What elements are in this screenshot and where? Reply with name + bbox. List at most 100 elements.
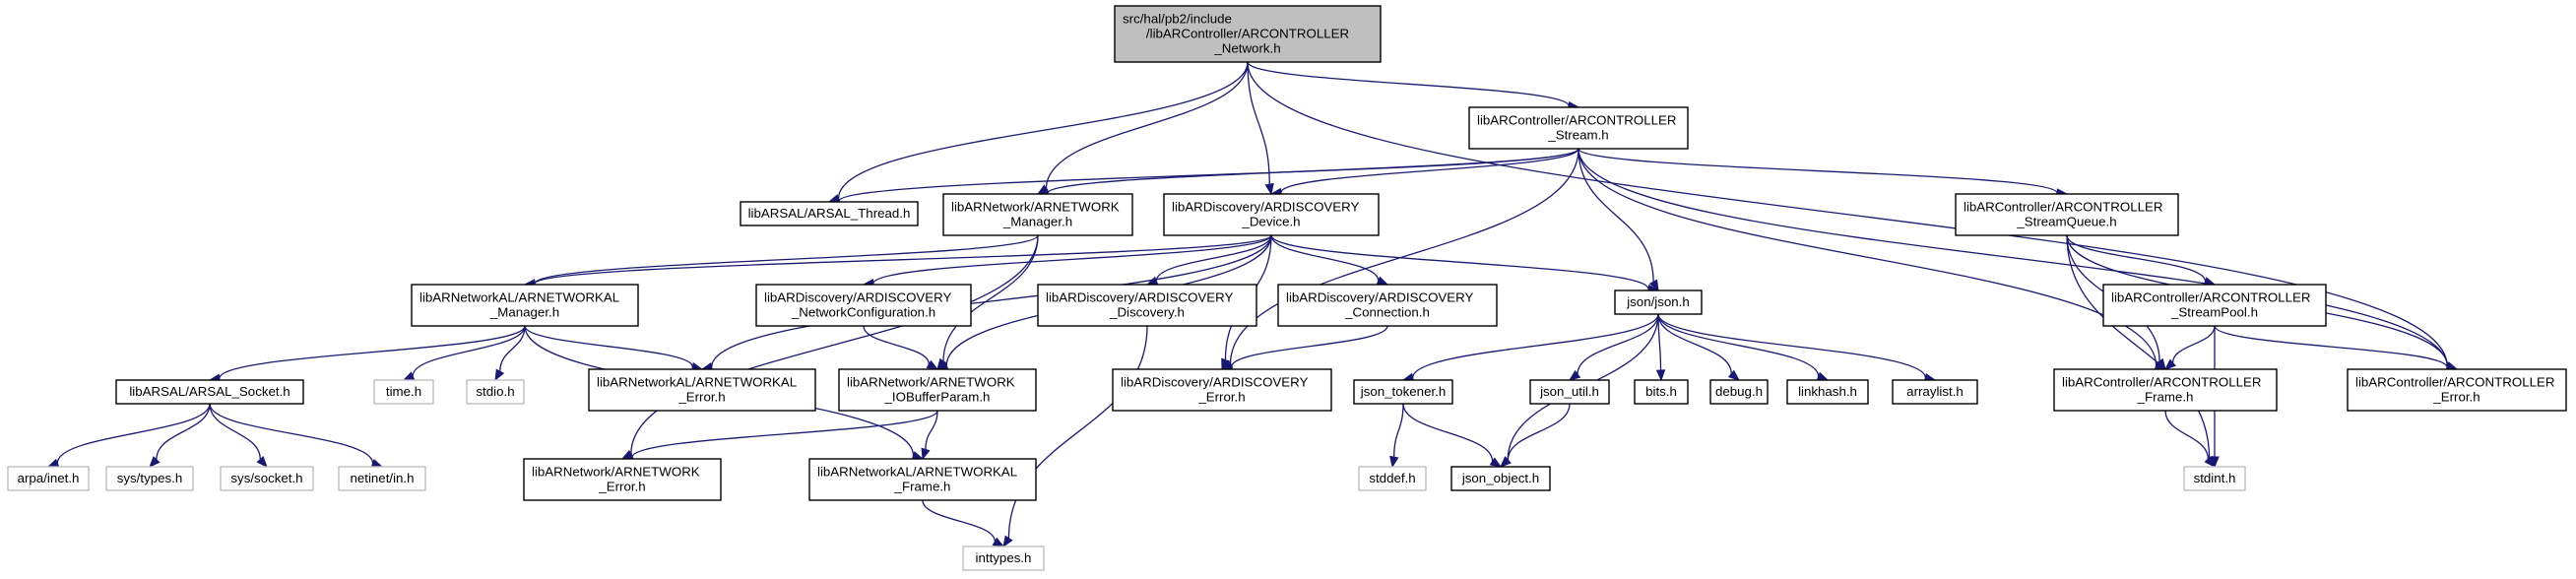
node-label-line: stddef.h bbox=[1369, 471, 1415, 485]
node-arcontroller-frame[interactable]: libARController/ARCONTROLLER_Frame.h bbox=[2053, 368, 2278, 412]
node-ardiscovery-error[interactable]: libARDiscovery/ARDISCOVERY_Error.h bbox=[1112, 368, 1332, 412]
edge-arrowhead bbox=[1264, 182, 1274, 196]
edge-arsal_socket-to-arpa_inet bbox=[46, 403, 211, 468]
node-bits-h[interactable]: bits.h bbox=[1634, 379, 1689, 405]
node-label-line: _Stream.h bbox=[1547, 128, 1608, 143]
node-label-line: json_object.h bbox=[1461, 471, 1539, 485]
edge-stream-to-ardiscovery_device bbox=[1269, 148, 1579, 198]
node-json-json[interactable]: json/json.h bbox=[1614, 290, 1703, 315]
edge-line bbox=[412, 325, 526, 377]
edge-arsal_socket-to-sys_types bbox=[149, 403, 211, 468]
edge-arrowhead bbox=[1002, 535, 1013, 548]
node-json-object[interactable]: json_object.h bbox=[1450, 466, 1551, 491]
node-arnetwork-error[interactable]: libARNetwork/ARNETWORK_Error.h bbox=[523, 458, 722, 501]
node-box bbox=[962, 546, 1045, 571]
node-root[interactable]: src/hal/pb2/include/libARController/ARCO… bbox=[1114, 5, 1382, 63]
nodes-layer: src/hal/pb2/include/libARController/ARCO… bbox=[7, 5, 2567, 571]
node-box bbox=[2053, 368, 2278, 412]
node-arnetworkal-error[interactable]: libARNetworkAL/ARNETWORKAL_Error.h bbox=[588, 368, 816, 412]
edge-line bbox=[2066, 234, 2211, 459]
edge-json_tokener-to-stddef_h bbox=[1389, 403, 1404, 469]
node-box bbox=[2347, 368, 2567, 412]
edge-line bbox=[2171, 325, 2216, 363]
node-streampool[interactable]: libARController/ARCONTROLLER_StreamPool.… bbox=[2102, 284, 2327, 327]
node-label-line: libARController/ARCONTROLLER bbox=[2062, 375, 2261, 390]
edge-arrowhead bbox=[494, 368, 505, 382]
node-arnetworkal-manager[interactable]: libARNetworkAL/ARNETWORKAL_Manager.h bbox=[411, 284, 639, 327]
node-label-line: time.h bbox=[386, 384, 421, 399]
edge-line bbox=[524, 325, 693, 367]
node-box bbox=[2183, 466, 2246, 491]
node-linkhash-h[interactable]: linkhash.h bbox=[1786, 379, 1869, 405]
node-label-line: _Network.h bbox=[1213, 41, 1280, 56]
edge-line bbox=[1507, 403, 1571, 461]
edge-line bbox=[1393, 403, 1404, 458]
node-connection[interactable]: libARDiscovery/ARDISCOVERY_Connection.h bbox=[1277, 284, 1498, 327]
edge-line bbox=[209, 403, 261, 460]
edge-line bbox=[1270, 234, 1380, 282]
node-arraylist-h[interactable]: arraylist.h bbox=[1892, 379, 1978, 405]
node-arsal-socket[interactable]: libARSAL/ARSAL_Socket.h bbox=[115, 379, 304, 405]
edge-line bbox=[1412, 313, 1659, 378]
node-debug-h[interactable]: debug.h bbox=[1709, 379, 1769, 405]
node-box bbox=[1468, 106, 1689, 150]
node-json-util[interactable]: json_util.h bbox=[1529, 379, 1610, 405]
node-box bbox=[2102, 284, 2327, 327]
edge-line bbox=[156, 403, 211, 460]
edge-line bbox=[219, 325, 526, 379]
node-box bbox=[1634, 379, 1689, 405]
edge-iobufferparam-to-arnetwork_error bbox=[620, 410, 938, 463]
node-label-line: libARController/ARCONTROLLER bbox=[1477, 113, 1676, 128]
node-label-line: libARNetwork/ARNETWORK bbox=[532, 465, 700, 480]
node-discovery[interactable]: libARDiscovery/ARDISCOVERY_Discovery.h bbox=[1037, 284, 1257, 327]
node-box bbox=[1786, 379, 1869, 405]
edge-ardiscovery_device-to-arnetworkal_manager bbox=[523, 234, 1272, 290]
node-box bbox=[1614, 290, 1703, 315]
node-json-tokener[interactable]: json_tokener.h bbox=[1353, 379, 1453, 405]
node-label-line: netinet/in.h bbox=[350, 471, 414, 485]
edge-arrowhead bbox=[1568, 369, 1581, 381]
node-label-line: json_tokener.h bbox=[1360, 384, 1447, 399]
node-arnetworkal-frame[interactable]: libARNetworkAL/ARNETWORKAL_Frame.h bbox=[808, 458, 1037, 501]
node-streamqueue[interactable]: libARController/ARCONTROLLER_StreamQueue… bbox=[1955, 193, 2179, 236]
edge-arnetworkal_manager-to-stdio_h bbox=[494, 325, 526, 382]
edge-stream-to-arnetwork_manager bbox=[1036, 148, 1579, 198]
edge-line bbox=[1577, 313, 1659, 375]
node-arcontroller-error[interactable]: libARController/ARCONTROLLER_Error.h bbox=[2347, 368, 2567, 412]
edge-stream-to-ardiscovery_error bbox=[1220, 148, 1579, 370]
edge-streamqueue-to-streampool bbox=[2066, 234, 2217, 287]
node-label-line: arraylist.h bbox=[1906, 384, 1964, 399]
edge-arrowhead bbox=[1655, 369, 1666, 382]
edge-json_json-to-debug_h bbox=[1657, 313, 1741, 381]
node-arnetwork-manager[interactable]: libARNetwork/ARNETWORK_Manager.h bbox=[942, 193, 1133, 236]
node-label-line: linkhash.h bbox=[1798, 384, 1857, 399]
edge-arrowhead bbox=[1648, 279, 1659, 292]
node-box bbox=[523, 458, 722, 501]
edge-arsal_socket-to-netinet_in bbox=[209, 403, 384, 468]
node-label-line: _IOBufferParam.h bbox=[884, 390, 991, 405]
node-box bbox=[1892, 379, 1978, 405]
edge-arrowhead bbox=[1500, 456, 1512, 468]
edge-root-to-ardiscovery_device bbox=[1247, 61, 1274, 196]
node-box bbox=[1114, 5, 1382, 63]
edge-line bbox=[1578, 148, 2448, 367]
node-label-line: libARNetworkAL/ARNETWORKAL bbox=[817, 465, 1017, 480]
node-label-line: libARNetwork/ARNETWORK bbox=[951, 200, 1120, 215]
node-box bbox=[105, 466, 194, 491]
node-ardiscovery-device[interactable]: libARDiscovery/ARDISCOVERY_Device.h bbox=[1163, 193, 1380, 236]
node-box bbox=[1450, 466, 1551, 491]
edge-line bbox=[1155, 234, 1272, 282]
node-stream[interactable]: libARController/ARCONTROLLER_Stream.h bbox=[1468, 106, 1689, 150]
edge-line bbox=[1657, 313, 1926, 378]
edge-line bbox=[2066, 234, 2207, 283]
node-box bbox=[942, 193, 1133, 236]
edge-line bbox=[922, 499, 996, 543]
node-label-line: libARSAL/ARSAL_Socket.h bbox=[129, 384, 290, 399]
edge-line bbox=[1229, 148, 1579, 364]
node-stddef-h: stddef.h bbox=[1358, 466, 1427, 491]
node-arsal-thread[interactable]: libARSAL/ARSAL_Thread.h bbox=[740, 201, 919, 226]
edge-arrowhead bbox=[1221, 357, 1231, 371]
node-iobufferparam[interactable]: libARNetwork/ARNETWORK_IOBufferParam.h bbox=[838, 368, 1037, 412]
node-label-line: libARSAL/ARSAL_Thread.h bbox=[748, 206, 911, 221]
node-netconfig[interactable]: libARDiscovery/ARDISCOVERY_NetworkConfig… bbox=[755, 284, 972, 327]
